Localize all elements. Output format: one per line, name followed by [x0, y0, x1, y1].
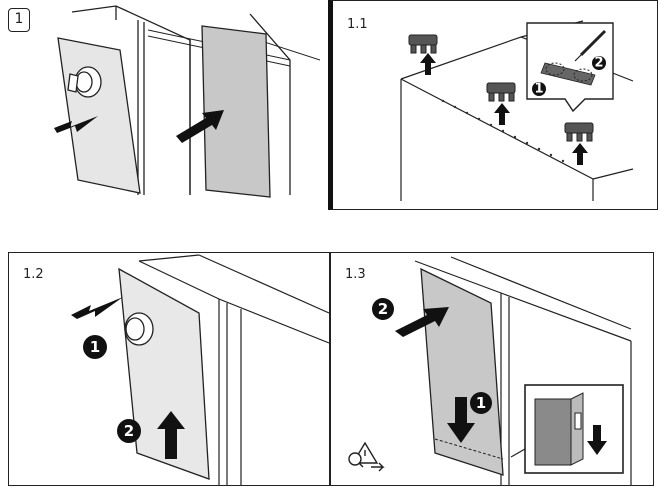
pull-out-arrow-icon: [54, 116, 98, 133]
step-1-drawing: [54, 5, 320, 198]
panel-1-2-label: 1.2: [23, 267, 44, 282]
callout-1-circle: [532, 82, 546, 96]
callout-2-number: 2: [594, 56, 603, 71]
suction-cup-icon: [67, 66, 102, 98]
push-arrow-icon: [395, 307, 449, 337]
door-panel: [118, 267, 210, 480]
callout-1-circle: [83, 335, 107, 359]
callout-1-number: 1: [476, 394, 486, 412]
screwdriver-icon: [579, 29, 607, 57]
hinge-bracket-3: [564, 122, 594, 142]
lift-arrow-icon-1: [420, 53, 436, 75]
callout-1-circle: [470, 392, 492, 414]
lift-arrow-icon: [157, 411, 185, 459]
cabinet-frame: [138, 254, 329, 485]
callout-2-number: 2: [124, 422, 134, 440]
detail-bracket: [540, 62, 596, 86]
pull-arrow-icon: [71, 297, 123, 319]
door-panel-gray: [420, 267, 504, 476]
panel-step-1-illustration: [40, 0, 320, 205]
push-in-arrow-icon: [176, 110, 224, 143]
step-badge: 1: [8, 8, 30, 32]
callout-2-number: 2: [378, 300, 388, 318]
panel-1-2-drawing: 1 2: [71, 254, 329, 485]
step-number: 1: [14, 11, 24, 27]
lift-arrow-icon-3: [572, 143, 588, 165]
callout-2-circle: [592, 56, 606, 70]
callout-2-circle: [117, 419, 141, 443]
panel-1-3: 1.3 2 1: [330, 252, 654, 486]
callout-1-number: 1: [90, 338, 100, 356]
panel-1-1-drawing: 1 2: [400, 20, 634, 201]
detail-circle-1: [545, 62, 565, 76]
left-door-panel: [57, 37, 141, 194]
hole-row: [441, 99, 565, 163]
panel-1-2: 1.2 1 2: [8, 252, 330, 486]
detail-hook: [574, 412, 582, 430]
right-door-panel: [201, 25, 271, 198]
detail-panel-edge: [534, 398, 572, 466]
callout-1-number: 1: [534, 82, 543, 97]
panel-1-3-label: 1.3: [345, 267, 366, 282]
panel-1-1-label: 1.1: [347, 17, 368, 32]
panel-1-3-drawing: 2 1: [348, 256, 632, 485]
hinge-bracket-1: [408, 34, 438, 54]
detail-circle-2: [573, 68, 593, 82]
suction-cup-icon: [124, 312, 154, 346]
inspect-warning-icon: [348, 441, 385, 472]
panel-1-1: 1.1: [328, 0, 658, 210]
detail-down-arrow-icon: [587, 425, 607, 455]
callout-2-circle: [372, 298, 394, 320]
lift-arrow-icon-2: [494, 103, 510, 125]
down-arrow-icon: [447, 397, 475, 443]
hinge-bracket-2: [486, 82, 516, 102]
